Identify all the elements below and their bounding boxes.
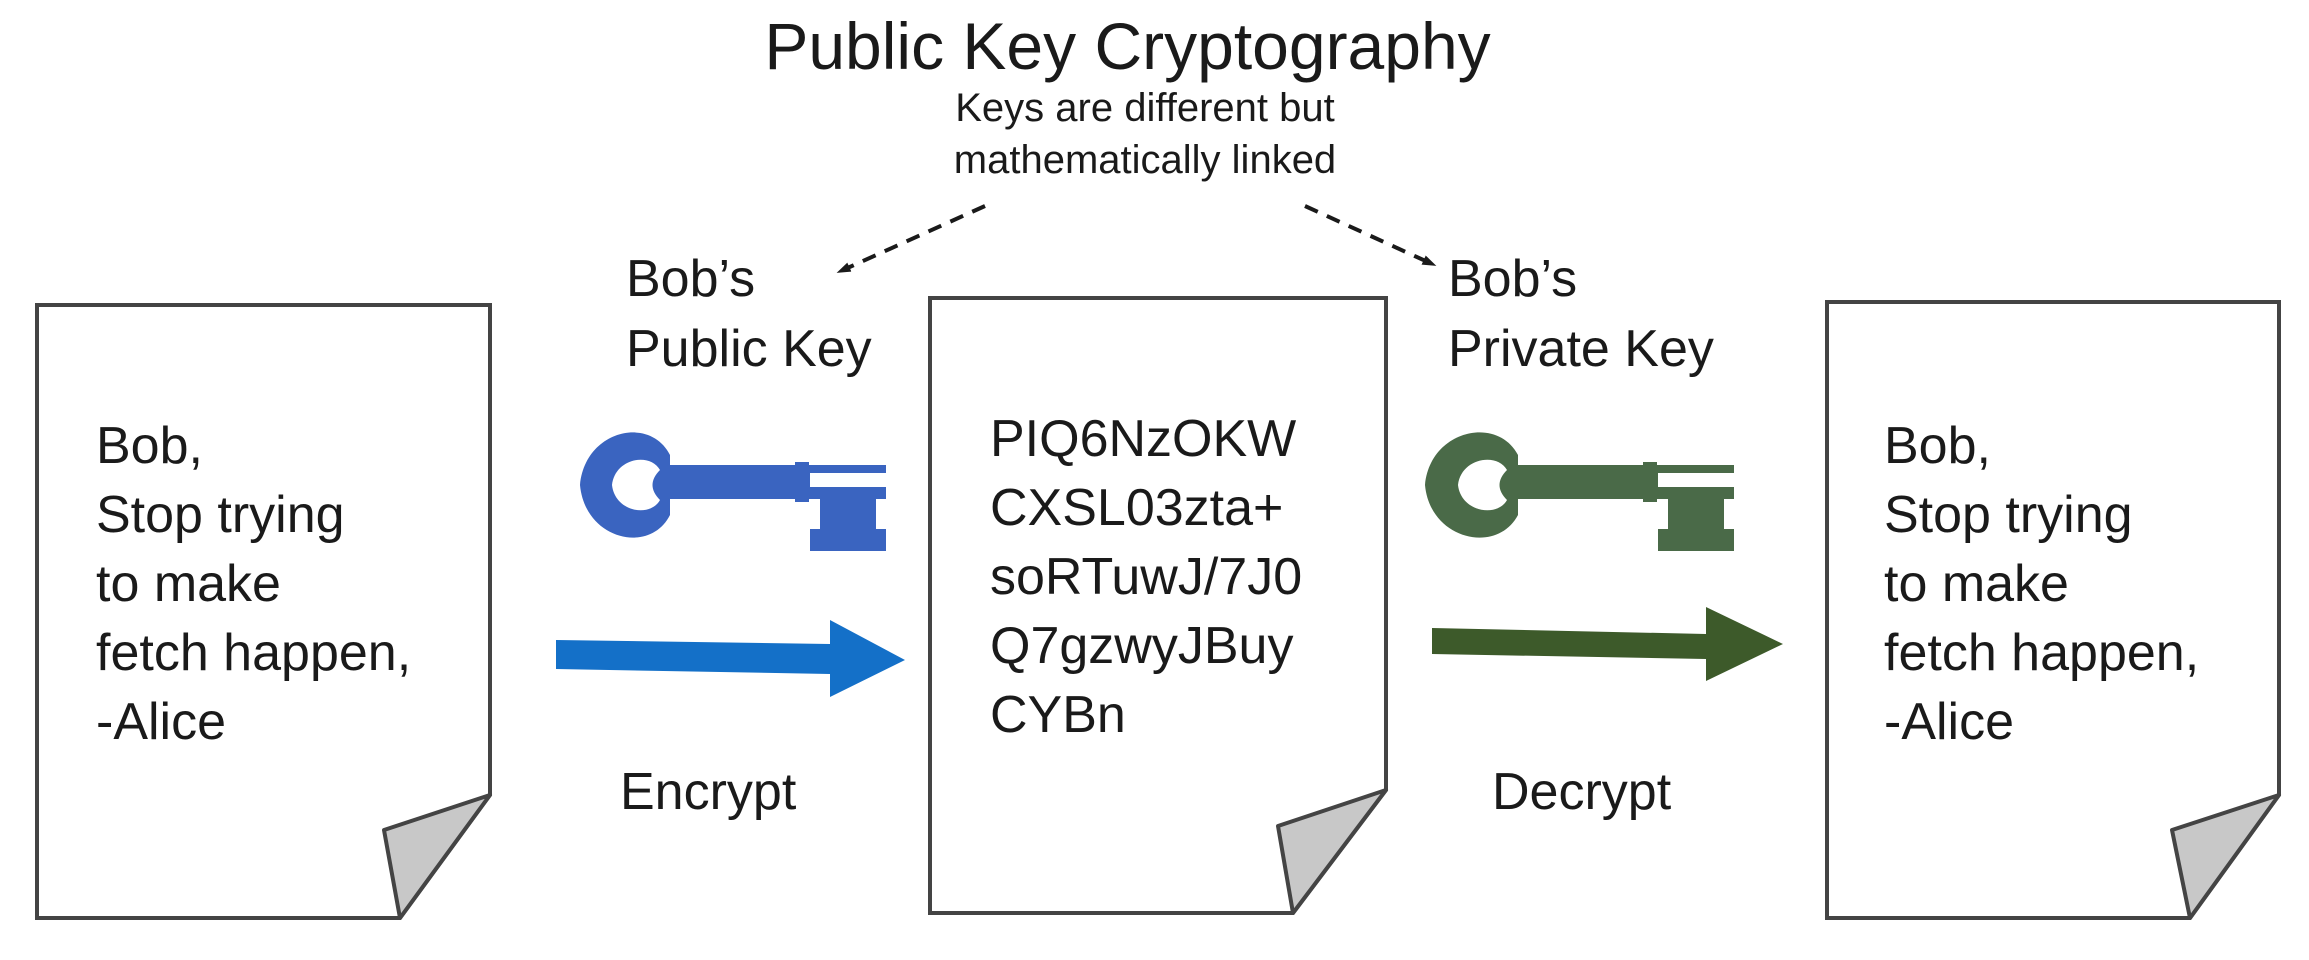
message-line: Stop trying [96,486,345,544]
encrypt-label: Encrypt [620,763,797,821]
ciphertext-line: CYBn [990,686,1126,744]
public-key-label: Bob’s Public Key [626,244,872,384]
decrypt-label: Decrypt [1492,763,1672,821]
ciphertext-document [928,296,1388,915]
decrypt-arrow [1432,607,1783,681]
private-key-icon [1425,432,1734,551]
ciphertext-line: PIQ6NzOKW [990,410,1297,468]
diagram-subtitle: Keys are different but mathematically li… [830,82,1460,186]
public-key-icon [580,432,886,551]
message-line: -Alice [1884,693,2015,751]
plaintext-document [35,303,492,920]
ciphertext-line: soRTuwJ/7J0 [990,548,1303,606]
public-key-label-line: Bob’s [626,250,756,308]
message-line: fetch happen, [1884,624,2200,682]
message-line: to make [96,555,281,613]
message-line: Stop trying [1884,486,2133,544]
ciphertext-text: PIQ6NzOKW CXSL03zta+ soRTuwJ/7J0 Q7gzwyJ… [990,405,1302,750]
public-key-label-line: Public Key [626,320,872,378]
message-line: Bob, [1884,417,1991,475]
subtitle-line: mathematically linked [953,138,1337,182]
message-line: -Alice [96,693,227,751]
plaintext-message: Bob, Stop trying to make fetch happen, -… [96,412,411,757]
subtitle-line: Keys are different but [955,86,1335,130]
ciphertext-line: Q7gzwyJBuy [990,617,1294,675]
message-line: fetch happen, [96,624,412,682]
link-arrow-right [1304,204,1437,266]
private-key-label-line: Private Key [1448,320,1714,378]
diagram-title: Public Key Cryptography [764,9,1491,83]
decrypted-message: Bob, Stop trying to make fetch happen, -… [1884,412,2199,757]
ciphertext-line: CXSL03zta+ [990,479,1284,537]
message-line: Bob, [96,417,203,475]
encrypt-arrow [556,620,905,697]
message-line: to make [1884,555,2069,613]
link-arrow-left [836,204,986,273]
private-key-label-line: Bob’s [1448,250,1578,308]
decrypted-document [1825,300,2281,920]
private-key-label: Bob’s Private Key [1448,244,1714,384]
